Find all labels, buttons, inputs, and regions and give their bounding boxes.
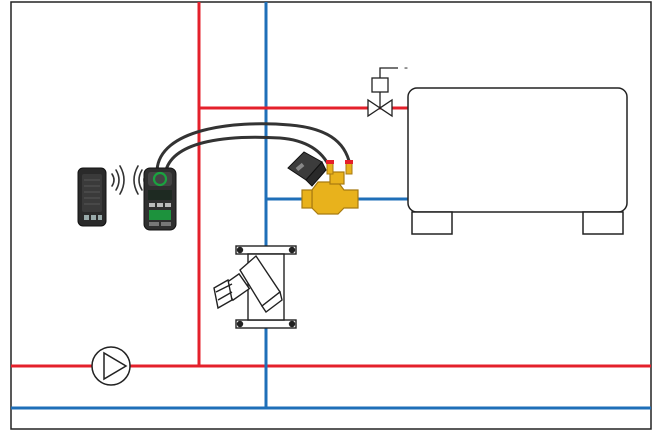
smartphone-icon: [77, 167, 107, 227]
two-way-valve-icon: -: [367, 60, 408, 118]
balancing-valve-icon: [287, 151, 359, 215]
heat-exchanger-icon: [407, 87, 628, 235]
pump-icon: [91, 346, 131, 386]
wireless-signal-icon: [111, 165, 147, 195]
measuring-hoses: [155, 122, 352, 172]
measuring-instrument-icon: [143, 167, 177, 231]
control-signal-label: -: [404, 60, 408, 74]
strainer-valve-icon: [213, 245, 297, 329]
diagram-frame: [10, 1, 652, 430]
